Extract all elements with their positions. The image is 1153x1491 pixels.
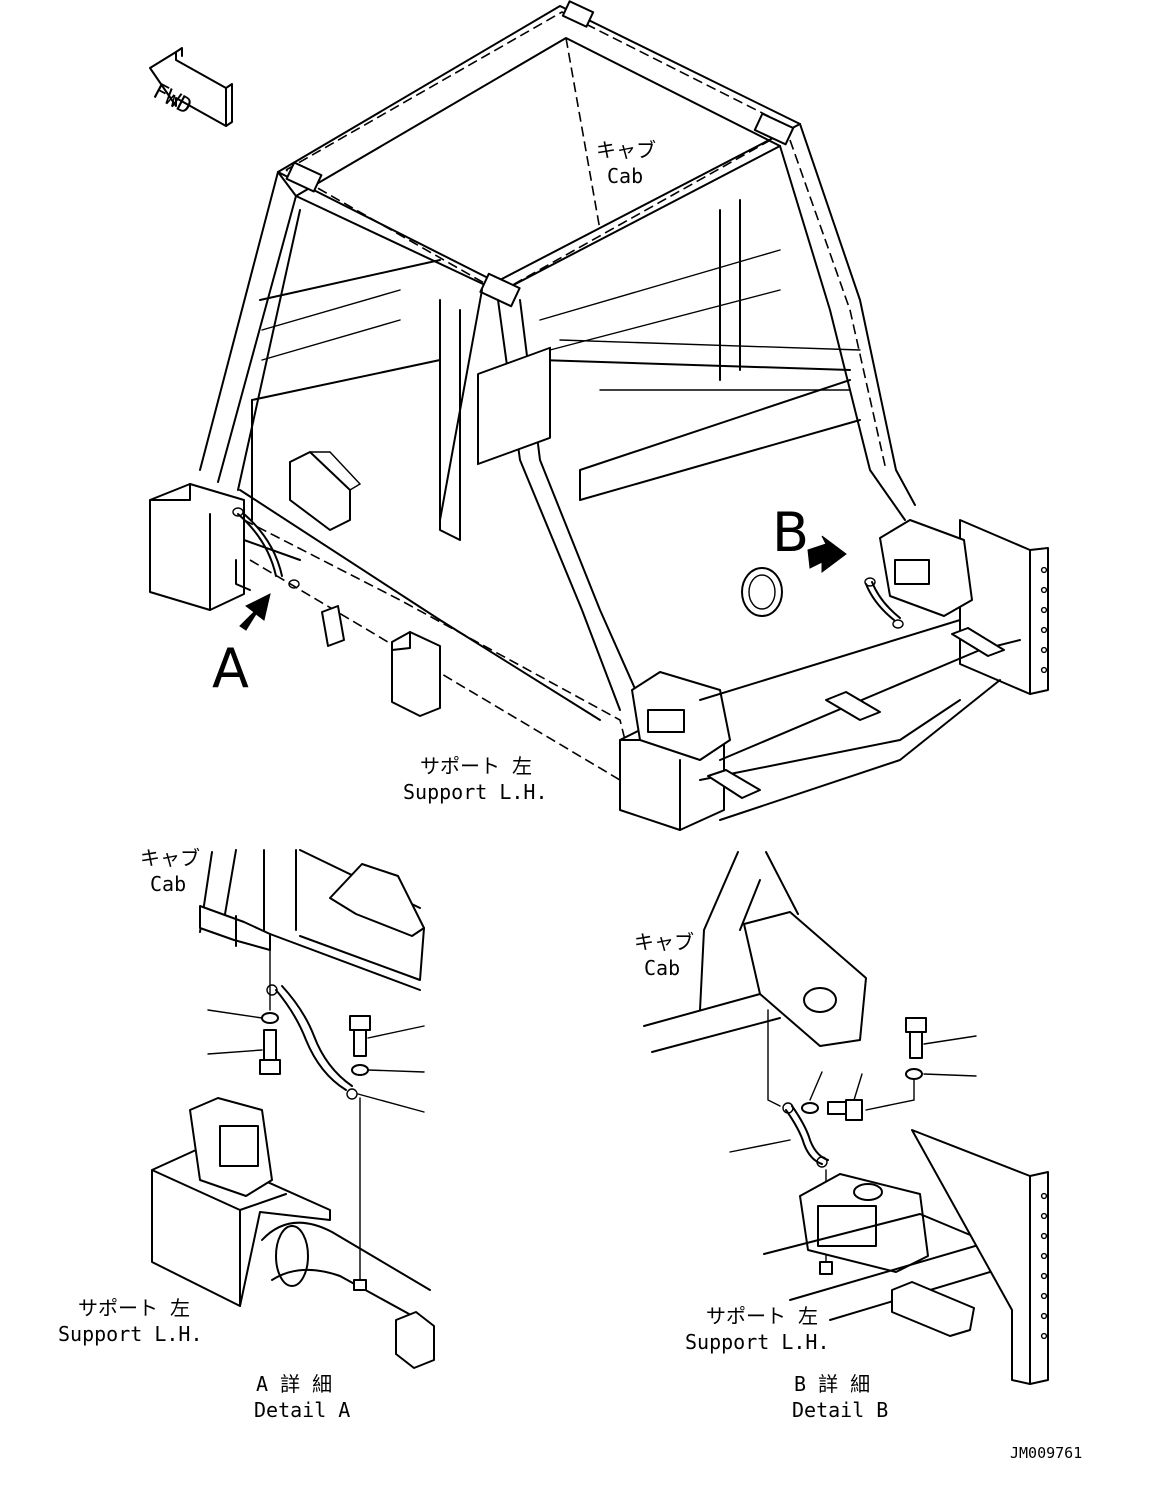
cab-frame bbox=[199, 0, 916, 721]
cab-label-en: Cab bbox=[607, 164, 644, 188]
detail-b-drawing bbox=[643, 851, 1049, 1385]
marker-b: B bbox=[772, 501, 810, 564]
detail-a-support-jp: サポート 左 bbox=[78, 1296, 191, 1320]
detail-b-support-jp: サポート 左 bbox=[706, 1304, 819, 1328]
drawing-code: JM009761 bbox=[1010, 1444, 1083, 1462]
marker-a: A bbox=[212, 637, 249, 700]
arrow-a-icon bbox=[239, 593, 271, 631]
support-label-jp: サポート 左 bbox=[420, 754, 533, 778]
support-lh-main bbox=[149, 483, 1049, 831]
cab-label-jp: キャブ bbox=[596, 138, 656, 162]
detail-a-drawing bbox=[151, 849, 435, 1369]
detail-a-title-en: Detail A bbox=[254, 1398, 351, 1422]
fwd-arrow-icon bbox=[149, 47, 233, 127]
detail-a-cab-en: Cab bbox=[150, 872, 187, 896]
detail-b-title-jp: B 詳 細 bbox=[794, 1372, 871, 1396]
arrow-b-icon bbox=[807, 535, 847, 573]
support-label-en: Support L.H. bbox=[403, 780, 548, 804]
detail-b-support-en: Support L.H. bbox=[685, 1330, 830, 1354]
detail-b-cab-en: Cab bbox=[644, 956, 681, 980]
detail-a-title-jp: A 詳 細 bbox=[256, 1372, 333, 1396]
detail-a-cab-jp: キャブ bbox=[140, 846, 200, 870]
detail-a-support-en: Support L.H. bbox=[58, 1322, 203, 1346]
detail-b-title-en: Detail B bbox=[792, 1398, 889, 1422]
detail-b-cab-jp: キャブ bbox=[634, 930, 694, 954]
